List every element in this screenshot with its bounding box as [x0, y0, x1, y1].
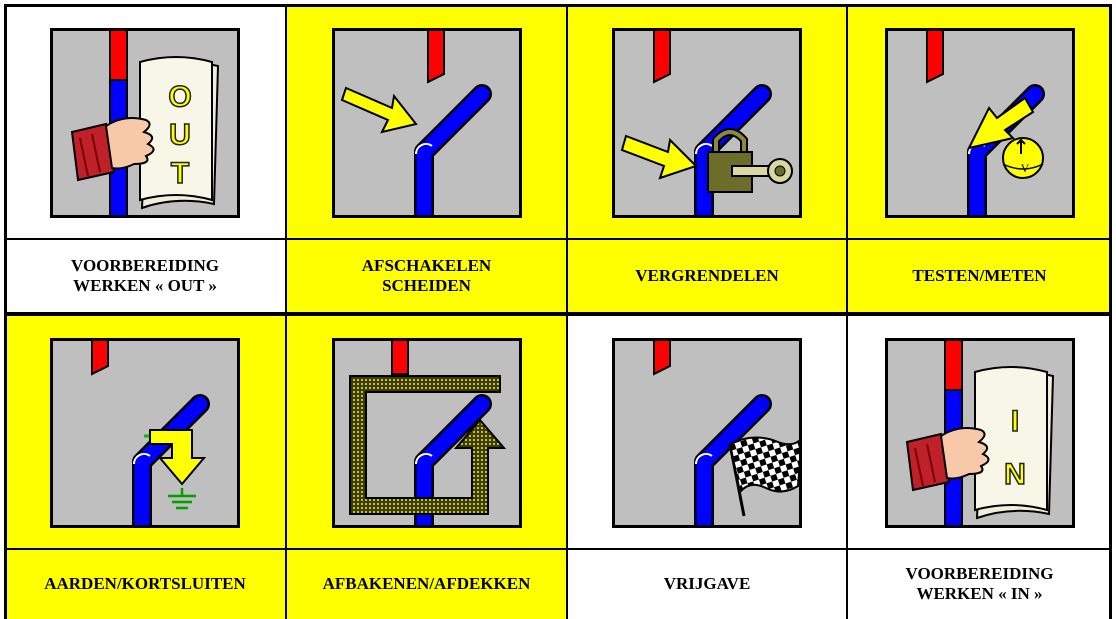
row-divider: [4, 312, 1112, 316]
paper-letter: N: [1004, 458, 1026, 491]
label-divider: [4, 238, 1112, 240]
paper-letter: O: [168, 80, 191, 113]
column-divider: [285, 4, 287, 619]
step-cell-testen: V TESTEN/METEN: [847, 4, 1112, 314]
column-divider: [566, 4, 568, 619]
voltmeter-icon: V: [885, 28, 1075, 218]
padlock-key-icon: [612, 28, 802, 218]
paper-hand-out-icon: OUT: [50, 28, 240, 218]
step-label: TESTEN/METEN: [847, 238, 1112, 314]
column-divider: [846, 4, 848, 619]
step-label: AFSCHAKELEN SCHEIDEN: [286, 238, 567, 314]
step-cell-aarden: AARDEN/KORTSLUITEN: [4, 314, 286, 619]
step-label: AFBAKENEN/AFDEKKEN: [286, 548, 567, 619]
step-label: VRIJGAVE: [567, 548, 847, 619]
checkered-flag-icon: [612, 338, 802, 528]
step-label: VOORBEREIDING WERKEN « OUT »: [4, 238, 286, 314]
step-cell-vergrendelen: VERGRENDELEN: [567, 4, 847, 314]
step-cell-afbakenen: AFBAKENEN/AFDEKKEN: [286, 314, 567, 619]
step-cell-afschakelen: AFSCHAKELEN SCHEIDEN: [286, 4, 567, 314]
paper-hand-in-icon: IN: [885, 338, 1075, 528]
grid-border-top: [4, 4, 1112, 7]
meter-symbol: V: [1021, 161, 1030, 175]
paper-letter: T: [171, 157, 189, 190]
label-divider: [4, 548, 1112, 550]
document-graphic: [975, 367, 1053, 518]
step-cell-vrijgave: VRIJGAVE: [567, 314, 847, 619]
earthing-arrow-icon: [50, 338, 240, 528]
arrow-open-switch-icon: [332, 28, 522, 218]
paper-letter: I: [1011, 405, 1019, 438]
barrier-enclosure-icon: [332, 338, 522, 528]
step-label: AARDEN/KORTSLUITEN: [4, 548, 286, 619]
paper-letter: U: [169, 119, 191, 152]
step-label: VOORBEREIDING WERKEN « IN »: [847, 548, 1112, 619]
step-label: VERGRENDELEN: [567, 238, 847, 314]
